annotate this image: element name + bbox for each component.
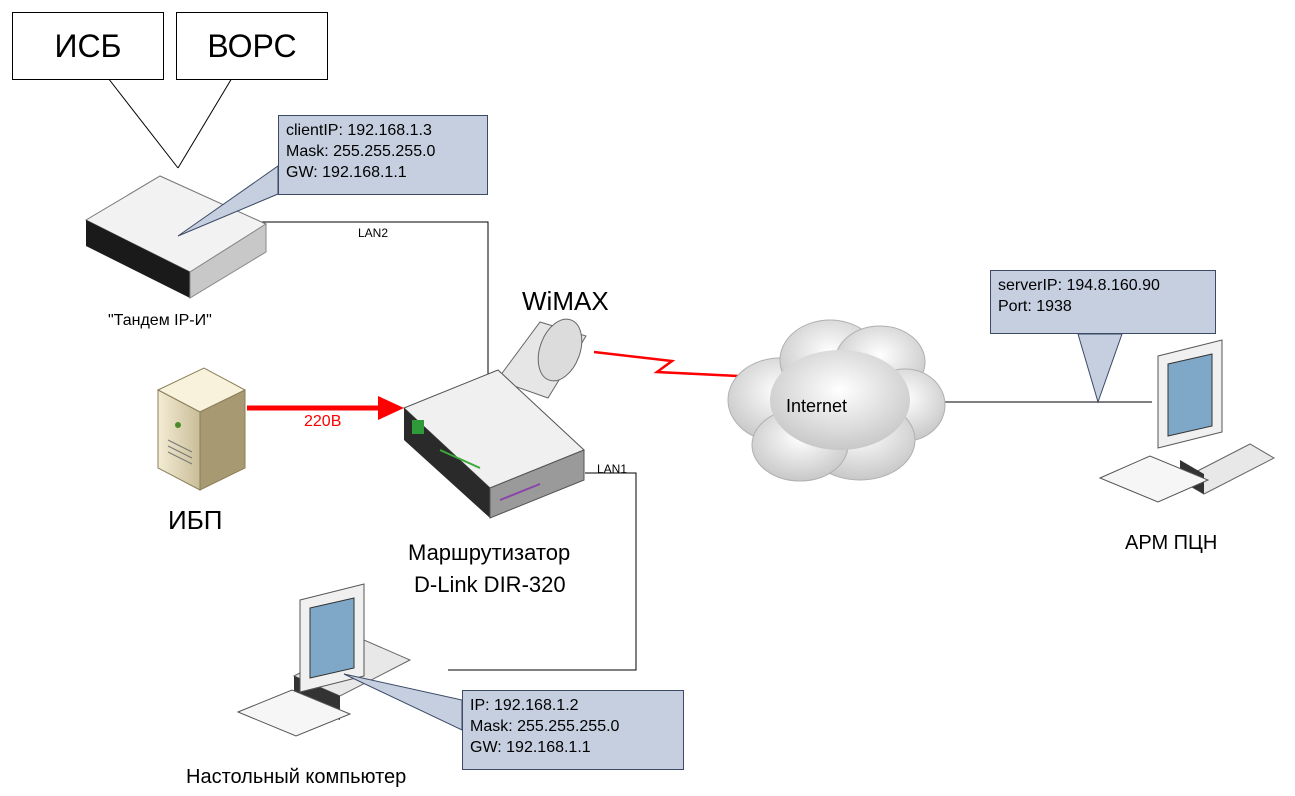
lan1-label: LAN1	[597, 462, 628, 476]
callout-server-port: Port: 1938	[998, 298, 1072, 315]
callout-desktop-mask: Mask: 255.255.255.0	[470, 718, 620, 735]
callout-tandem-ip: clientIP: 192.168.1.3	[286, 122, 432, 139]
line-lan1	[448, 472, 637, 671]
router-label-2: D-Link DIR-320	[414, 572, 566, 597]
router-icon	[403, 318, 587, 519]
callout-server: serverIP: 194.8.160.90 Port: 1938	[990, 270, 1216, 334]
callout-pointers	[177, 165, 1123, 731]
server-tower-icon	[156, 367, 247, 491]
wimax-label: WiMAX	[522, 286, 609, 316]
isb-box: ИСБ	[12, 12, 164, 80]
callout-desktop: IP: 192.168.1.2 Mask: 255.255.255.0 GW: …	[462, 690, 684, 770]
line-lan2	[262, 221, 489, 382]
callout-tandem-mask: Mask: 255.255.255.0	[286, 143, 436, 160]
callout-desktop-ip: IP: 192.168.1.2	[470, 697, 579, 714]
cloud-icon	[727, 319, 946, 482]
router-label-1: Маршрутизатор	[408, 540, 571, 565]
power-line	[247, 396, 404, 420]
line-vors-tandem	[177, 77, 233, 169]
desktop-computer-icon	[236, 583, 412, 737]
callout-desktop-gw: GW: 192.168.1.1	[470, 739, 591, 756]
vors-box: ВОРС	[176, 12, 328, 80]
callout-tandem-gw: GW: 192.168.1.1	[286, 164, 407, 181]
vors-label: ВОРС	[207, 27, 297, 64]
network-box-icon	[84, 175, 268, 299]
desktop-label: Настольный компьютер	[186, 766, 407, 788]
connection-lines	[107, 77, 1152, 671]
callout-tandem: clientIP: 192.168.1.3 Mask: 255.255.255.…	[278, 115, 488, 195]
arm-label: АРМ ПЦН	[1125, 532, 1218, 554]
lan2-label: LAN2	[358, 226, 389, 240]
isb-label: ИСБ	[54, 27, 122, 64]
desktop-computer-icon	[1098, 339, 1276, 503]
line-isb-tandem	[107, 77, 179, 169]
ups-label: ИБП	[168, 505, 223, 535]
tandem-label: "Тандем IP-И"	[108, 312, 212, 329]
power-label: 220В	[304, 413, 342, 430]
callout-server-ip: serverIP: 194.8.160.90	[998, 277, 1160, 294]
lightning-icon	[593, 350, 739, 378]
internet-label: Internet	[786, 396, 848, 416]
